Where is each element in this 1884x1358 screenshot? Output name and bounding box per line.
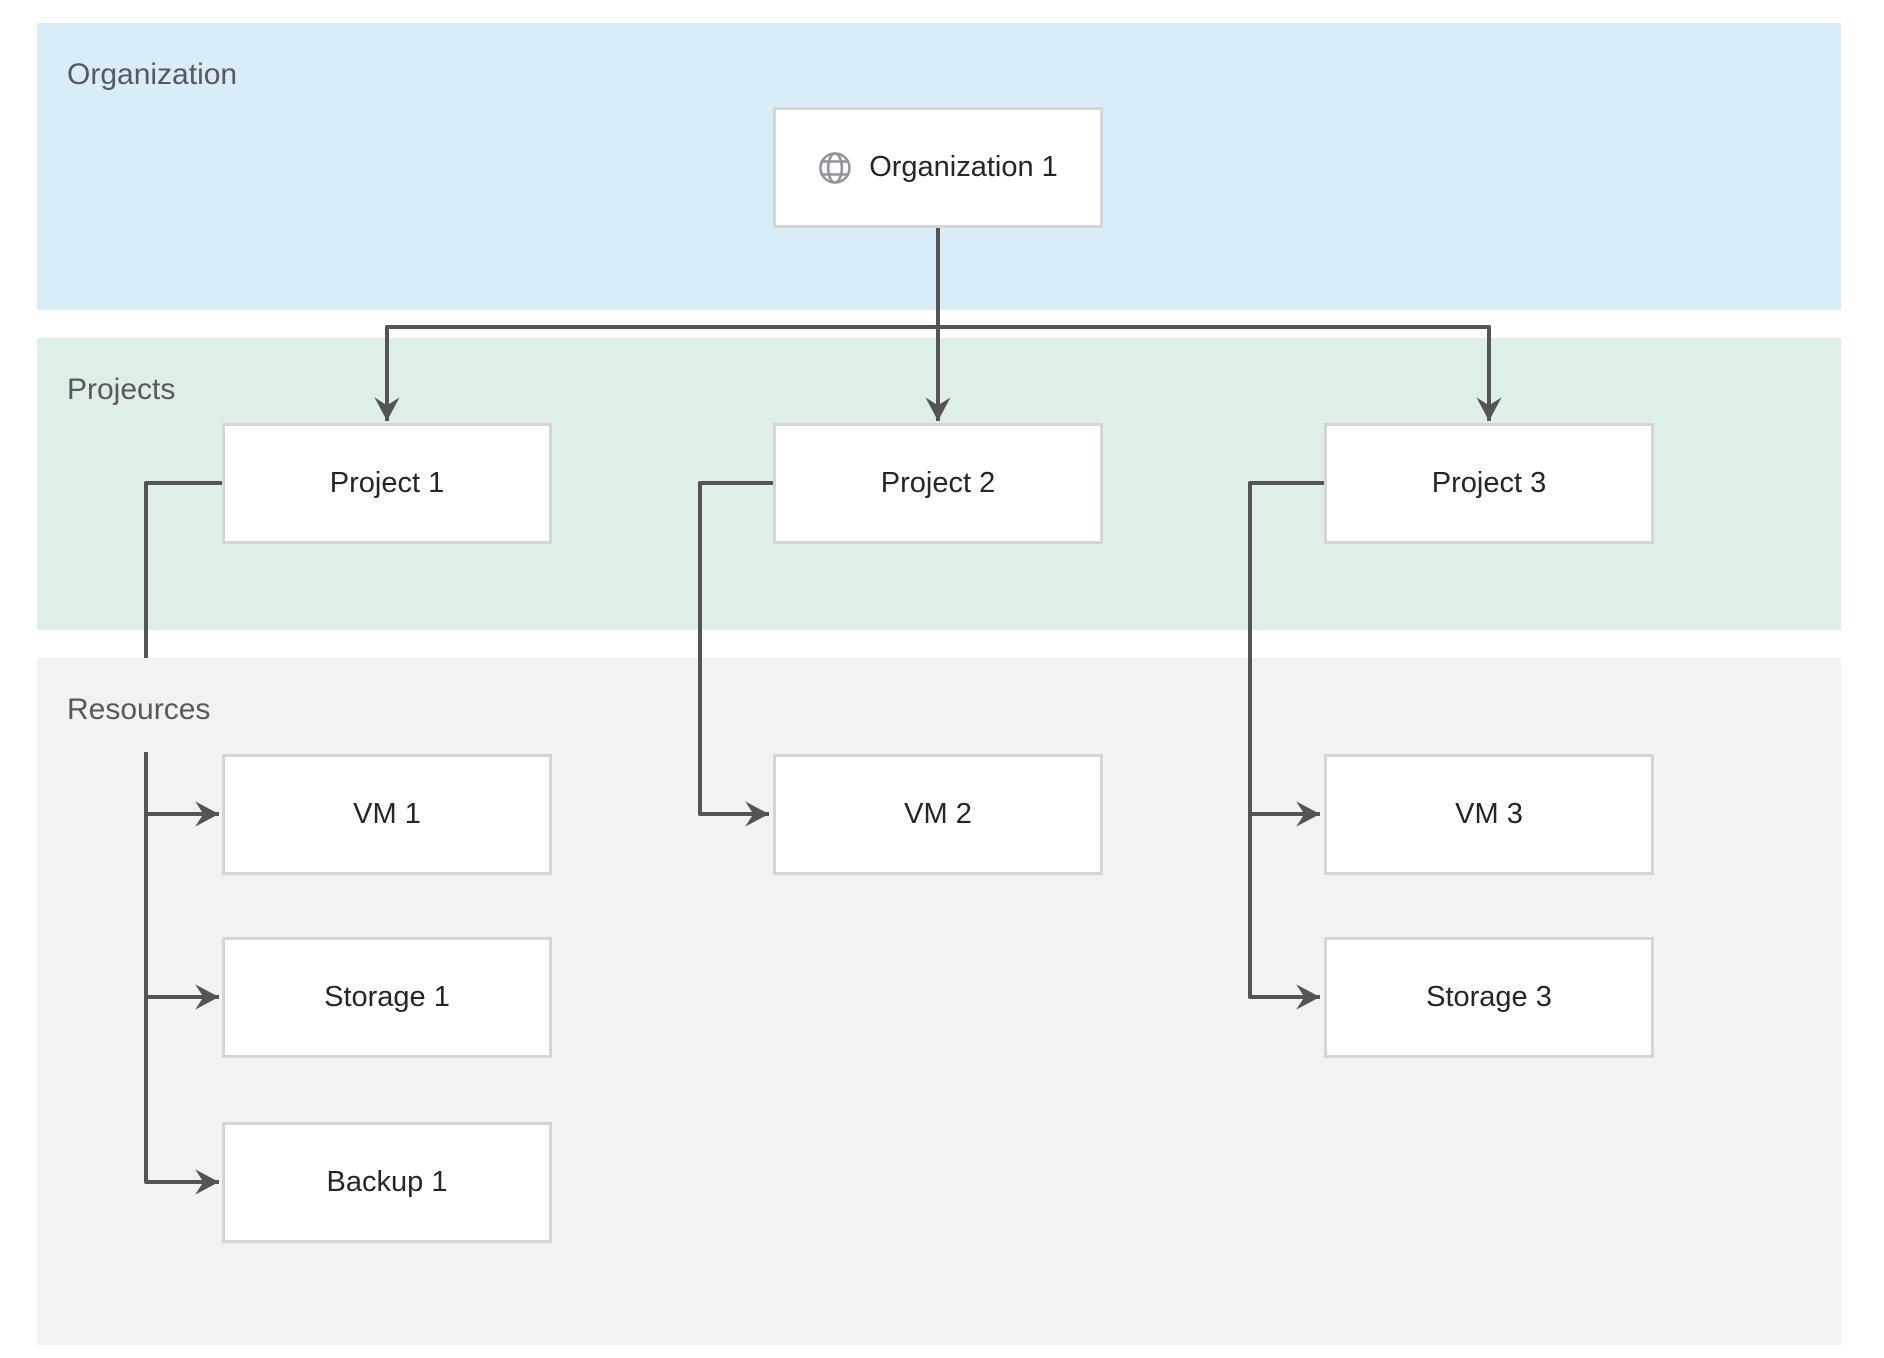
node-label: Organization 1	[869, 151, 1058, 183]
node-label: Storage 3	[1426, 981, 1552, 1013]
node-project-2: Project 2	[773, 423, 1103, 544]
node-project-1: Project 1	[222, 423, 552, 544]
node-storage-1: Storage 1	[222, 937, 552, 1058]
node-organization-1: Organization 1	[773, 107, 1103, 228]
node-label: VM 3	[1455, 798, 1523, 830]
node-vm-3: VM 3	[1324, 754, 1654, 875]
node-label: Storage 1	[324, 981, 450, 1013]
node-label: Project 3	[1431, 467, 1547, 499]
node-storage-3: Storage 3	[1324, 937, 1654, 1058]
node-label: VM 2	[904, 798, 972, 830]
node-vm-2: VM 2	[773, 754, 1103, 875]
node-label: Project 1	[329, 467, 445, 499]
band-projects-label: Projects	[67, 373, 176, 406]
band-resources-label: Resources	[67, 693, 211, 726]
node-label: Backup 1	[326, 1166, 448, 1198]
node-vm-1: VM 1	[222, 754, 552, 875]
band-organization-label: Organization	[67, 58, 238, 91]
node-backup-1: Backup 1	[222, 1122, 552, 1243]
node-label: VM 1	[353, 798, 421, 830]
node-label: Project 2	[880, 467, 996, 499]
globe-icon	[818, 151, 852, 185]
node-project-3: Project 3	[1324, 423, 1654, 544]
